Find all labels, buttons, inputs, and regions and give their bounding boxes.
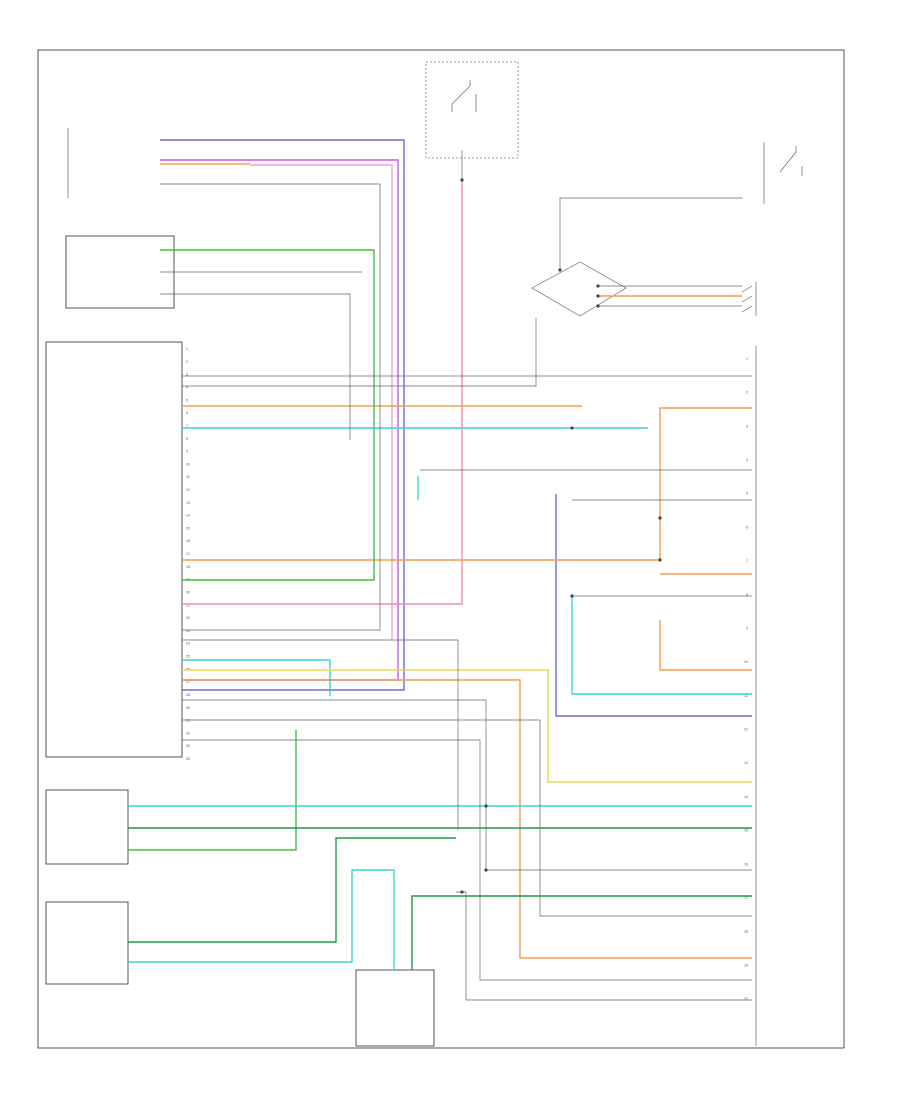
left-connector-pin: 1 bbox=[186, 347, 188, 351]
seat-belt-switch-box bbox=[425, 61, 519, 159]
left-connector-pin: 13 bbox=[186, 501, 190, 505]
left-connector-pin: 21 bbox=[186, 603, 190, 607]
left-connector-pin: 18 bbox=[186, 565, 190, 569]
left-connector-pin: 32 bbox=[186, 744, 190, 748]
left-connector-pin: 15 bbox=[186, 526, 190, 530]
wire-green-1 bbox=[160, 249, 375, 581]
right-connector-pin: 4 bbox=[746, 458, 748, 462]
right-connector-pin: 12 bbox=[744, 728, 748, 732]
left-connector-pin: 8 bbox=[186, 437, 188, 441]
passenger-seat-module-box bbox=[45, 901, 129, 985]
left-connector-pin: 12 bbox=[186, 488, 190, 492]
right-connector-pin: 18 bbox=[744, 930, 748, 934]
left-connector-pin: 23 bbox=[186, 629, 190, 633]
right-connector-pin: 7 bbox=[746, 559, 748, 563]
left-connector-pin: 28 bbox=[186, 693, 190, 697]
page-frame bbox=[37, 49, 845, 1049]
wire-violet bbox=[160, 159, 399, 681]
right-connector-pin: 17 bbox=[744, 896, 748, 900]
left-connector-pin: 10 bbox=[186, 462, 190, 466]
right-connector-pin: 10 bbox=[744, 660, 748, 664]
right-connector-pin: 2 bbox=[746, 391, 748, 395]
left-connector-pin: 30 bbox=[186, 719, 190, 723]
left-connector-pin: 17 bbox=[186, 552, 190, 556]
wire-gray-3 bbox=[160, 293, 351, 440]
left-connector-pin: 2 bbox=[186, 360, 188, 364]
left-connector-pin: 33 bbox=[186, 757, 190, 761]
wire-cyan-5 bbox=[128, 869, 395, 970]
wire-blue-right bbox=[555, 494, 752, 717]
wire-cyan-2 bbox=[182, 659, 331, 696]
front-impact-sensor-switch bbox=[779, 146, 803, 176]
left-connector-pin: 14 bbox=[186, 514, 190, 518]
wire-black-3 bbox=[182, 699, 752, 871]
wire-dkgreen-3 bbox=[411, 895, 752, 970]
left-connector-pin: 25 bbox=[186, 655, 190, 659]
left-connector-pin: 22 bbox=[186, 616, 190, 620]
wire-blue bbox=[160, 139, 405, 691]
right-connector-pin: 1 bbox=[746, 357, 748, 361]
left-connector-pin: 31 bbox=[186, 731, 190, 735]
left-connector-pin: 6 bbox=[186, 411, 188, 415]
left-connector-pin: 5 bbox=[186, 398, 188, 402]
wire-gray-9 bbox=[182, 739, 752, 981]
junction-block bbox=[531, 261, 627, 317]
wire-gray-4 bbox=[182, 318, 537, 387]
wire-cyan-3 bbox=[571, 596, 752, 695]
right-connector-pin: 9 bbox=[746, 626, 748, 630]
left-connector-pin: 9 bbox=[186, 450, 188, 454]
wire-orange-5 bbox=[659, 620, 752, 671]
right-connector-pin: 11 bbox=[744, 694, 748, 698]
airbag-control-module-box bbox=[45, 341, 183, 758]
wire-dkgreen-2 bbox=[128, 837, 456, 943]
right-connector-pin: 8 bbox=[746, 593, 748, 597]
left-connector-pin: 4 bbox=[186, 385, 188, 389]
right-connector-pin: 14 bbox=[744, 795, 748, 799]
left-connector-pin: 29 bbox=[186, 706, 190, 710]
left-connector-pin: 20 bbox=[186, 590, 190, 594]
right-connector-pin: 6 bbox=[746, 525, 748, 529]
right-curtain-airbag-box bbox=[65, 235, 175, 309]
right-connector-pin: 5 bbox=[746, 492, 748, 496]
wire-harness bbox=[128, 139, 752, 1001]
wire-black-1 bbox=[182, 639, 459, 830]
wire-pink bbox=[182, 180, 463, 605]
wire-black-2 bbox=[456, 891, 752, 1001]
left-connector-pin: 3 bbox=[186, 373, 188, 377]
seat-belt-switch-symbol bbox=[451, 80, 477, 112]
driver-seat-module-box bbox=[45, 789, 129, 865]
left-connector-pin: 7 bbox=[186, 424, 188, 428]
left-connector-pin: 11 bbox=[186, 475, 190, 479]
wire-orange-2 bbox=[182, 407, 752, 561]
wire-gray-8 bbox=[182, 719, 752, 917]
right-connector-pin: 15 bbox=[744, 829, 748, 833]
right-connector-pin: 16 bbox=[744, 862, 748, 866]
left-connector-pin: 24 bbox=[186, 642, 190, 646]
splice-points bbox=[460, 178, 662, 894]
right-connector-pin: 19 bbox=[744, 963, 748, 967]
right-connector-pin: 3 bbox=[746, 424, 748, 428]
wire-yellow bbox=[182, 669, 752, 783]
left-connector-pin: 27 bbox=[186, 680, 190, 684]
left-connector-pin: 16 bbox=[186, 539, 190, 543]
occupant-classification-sensor-box bbox=[355, 969, 435, 1047]
right-connector-pin: 13 bbox=[744, 761, 748, 765]
right-connector-pin: 20 bbox=[744, 997, 748, 1001]
left-connector-pins: 1234567891011121314151617181920212223242… bbox=[186, 347, 190, 761]
wire-light-violet bbox=[250, 164, 393, 640]
wire-orange-4 bbox=[182, 679, 752, 959]
wire-gray-1 bbox=[160, 183, 381, 631]
wire-gray-impact bbox=[559, 197, 742, 270]
clockspring-contacts bbox=[741, 285, 753, 313]
wire-green-2 bbox=[128, 730, 297, 851]
